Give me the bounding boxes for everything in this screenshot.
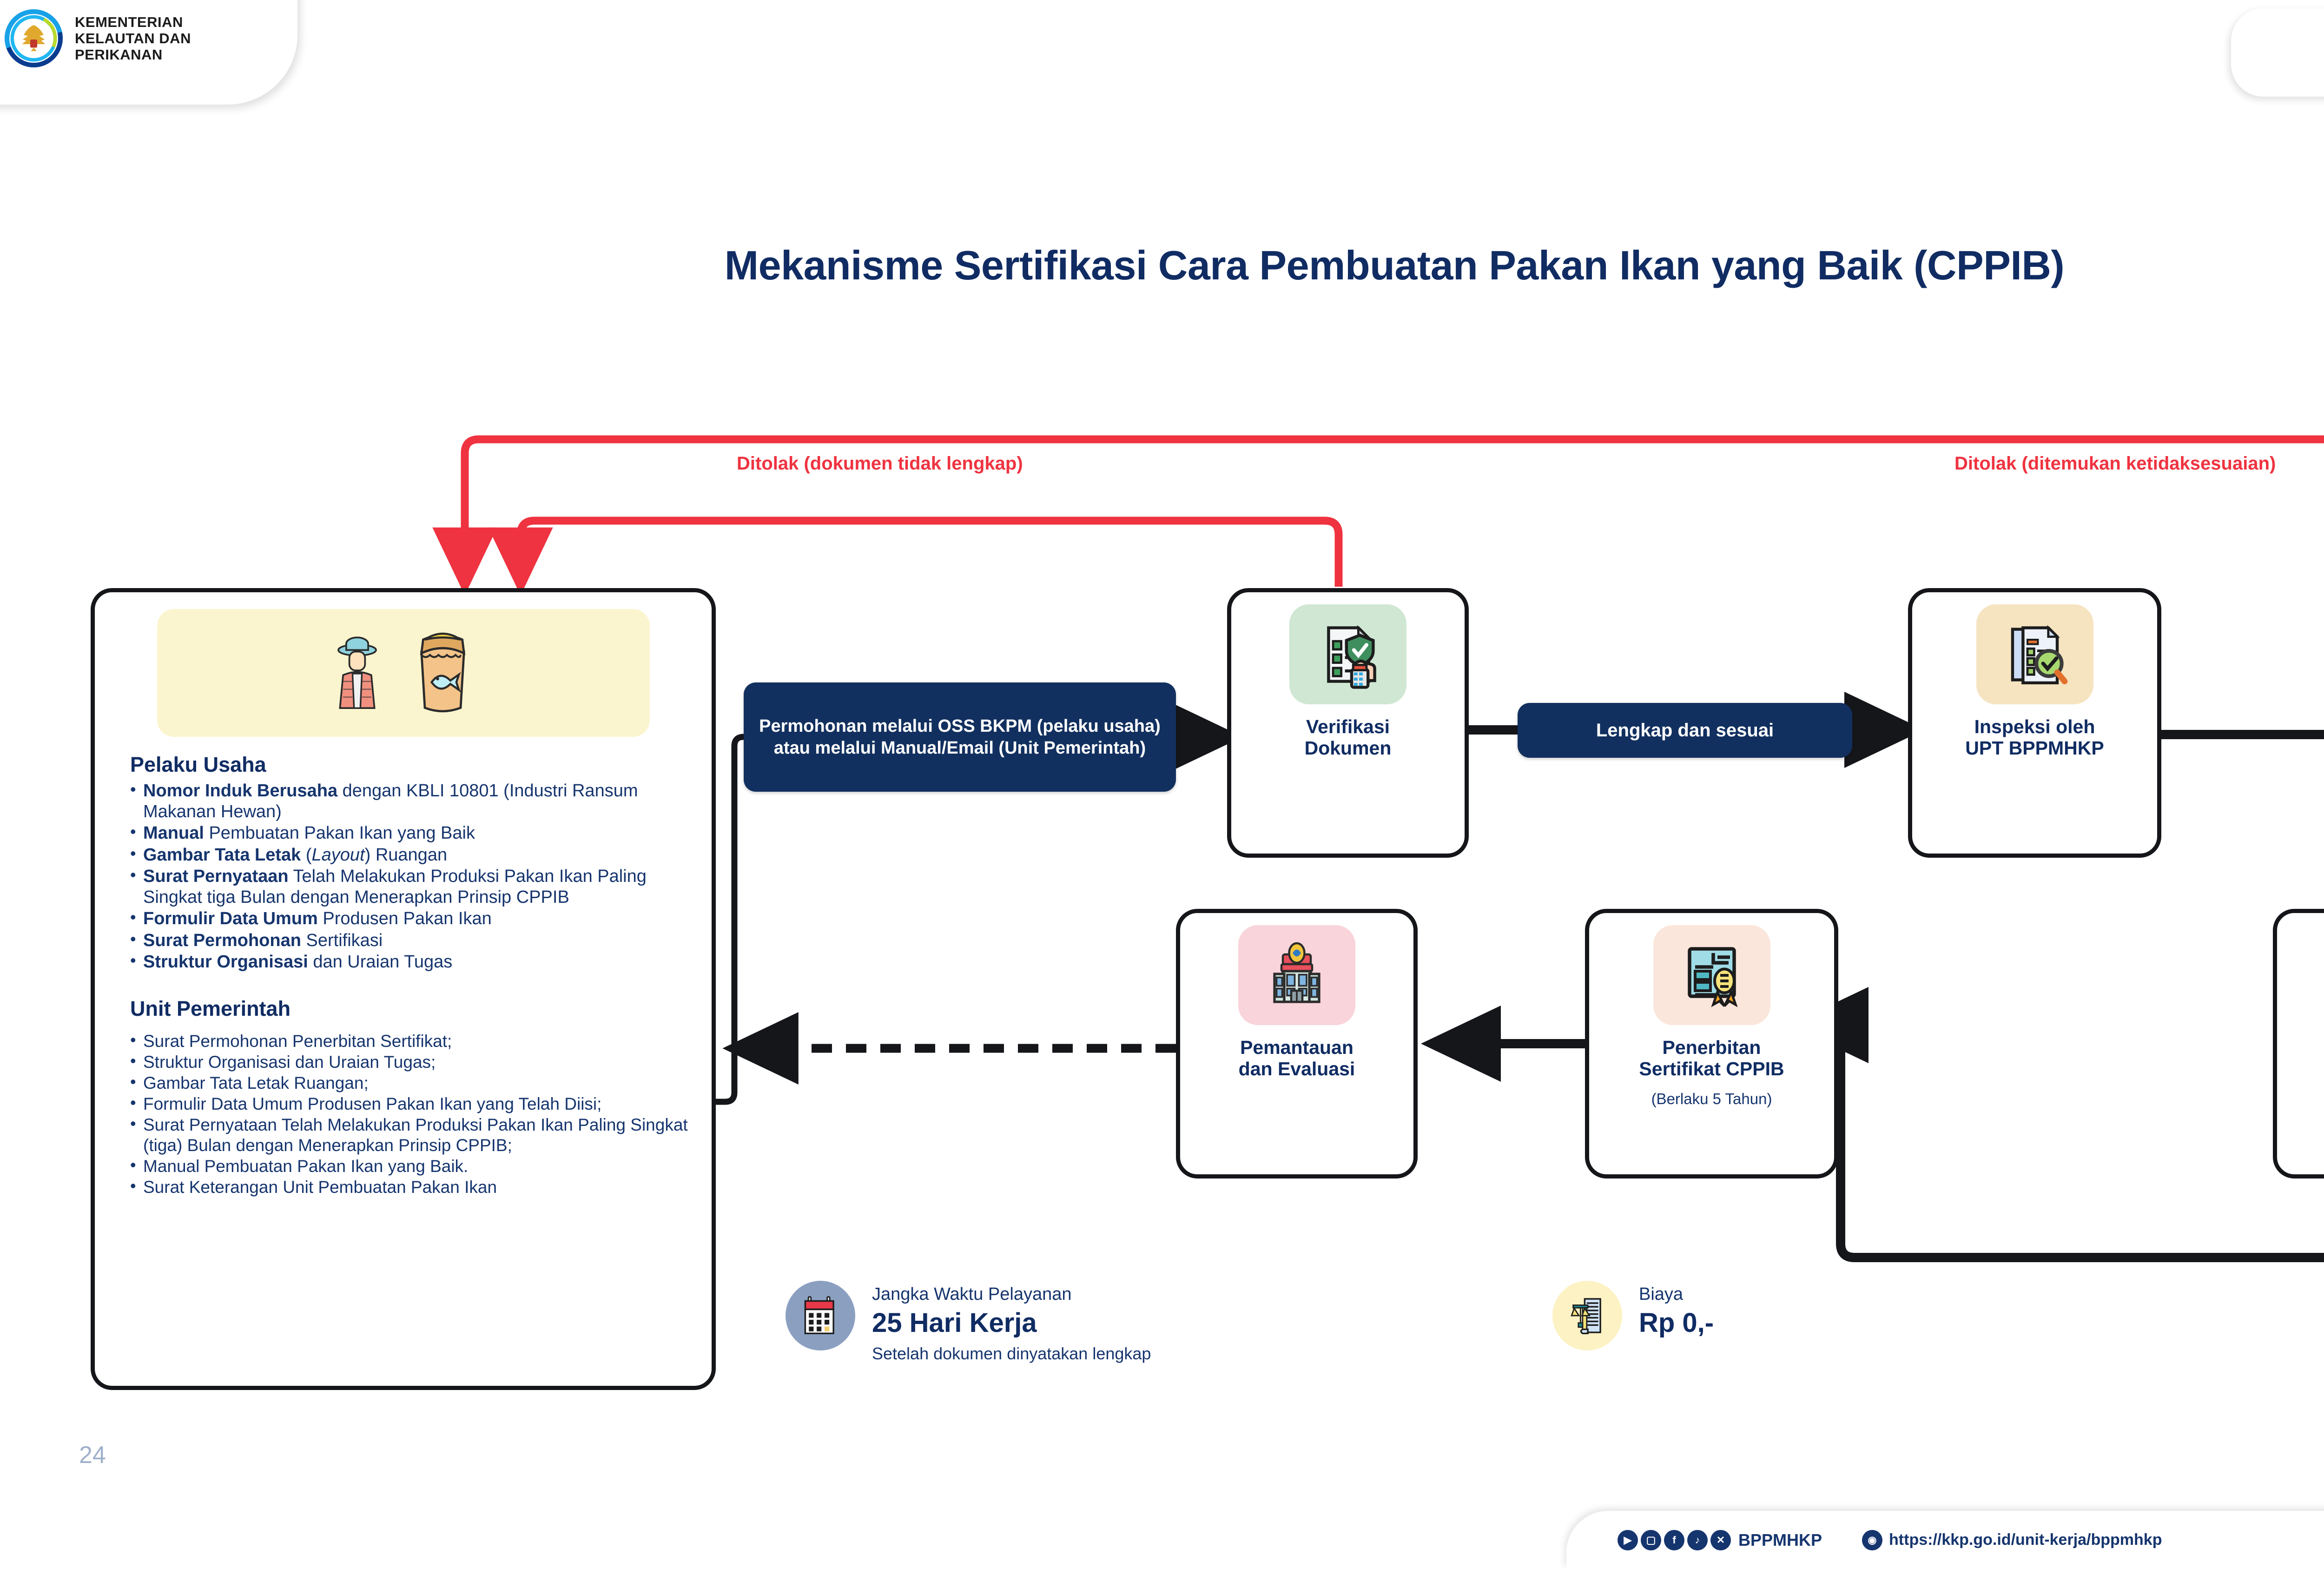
list-item: Gambar Tata Letak (Layout) Ruangan — [127, 844, 698, 866]
list-item: Surat Permohonan Penerbitan Sertifikat; — [127, 1030, 698, 1052]
list-item: Struktur Organisasi dan Uraian Tugas; — [127, 1051, 698, 1072]
reject-label-nonconformity-found: Ditolak (ditemukan ketidaksesuaian) — [1954, 453, 2276, 474]
node-evaluasi-hasil-inspeksi: Evaluasi hasil Inspeksi — [2273, 909, 2324, 1178]
node-penerbitan-sertifikat: Penerbitan Sertifikat CPPIB (Berlaku 5 T… — [1585, 909, 1838, 1178]
garuda-circle-logo — [4, 9, 63, 67]
requirements-card: Pelaku Usaha Nomor Induk Berusaha dengan… — [91, 588, 716, 1390]
youtube-icon[interactable]: ▶ — [1618, 1529, 1638, 1550]
node-label: Inspeksi oleh UPT BPPMHKP — [1965, 716, 2104, 759]
tiktok-icon[interactable]: ♪ — [1687, 1529, 1708, 1550]
unit-pemerintah-list: Surat Permohonan Penerbitan Sertifikat; … — [127, 1030, 698, 1198]
list-item: Surat Pernyataan Telah Melakukan Produks… — [127, 865, 698, 908]
info-note: Setelah dokumen dinyatakan lengkap — [872, 1344, 1151, 1363]
header-right-logo-panel: EKONOMI BIRU UNTUK INDONESIA EMAS KKP 20… — [2231, 8, 2324, 97]
document-check-verify-icon — [1289, 604, 1406, 704]
node-verifikasi-dokumen: Verifikasi Dokumen — [1227, 588, 1469, 858]
office-building-icon — [1238, 925, 1355, 1025]
info-caption: Biaya — [1639, 1284, 1684, 1304]
node-label: Pemantauan dan Evaluasi — [1238, 1037, 1355, 1079]
pelaku-usaha-list: Nomor Induk Berusaha dengan KBLI 10801 (… — [127, 780, 698, 973]
website-link[interactable]: ◉ https://kkp.go.id/unit-kerja/bppmhkp — [1862, 1529, 2162, 1550]
info-caption: Jangka Waktu Pelayanan — [872, 1284, 1072, 1304]
social-handle: BPPMHKP — [1738, 1530, 1822, 1549]
certificate-ribbon-icon — [1653, 925, 1770, 1025]
globe-icon: ◉ — [1862, 1529, 1883, 1550]
x-twitter-icon[interactable]: ✕ — [1710, 1529, 1731, 1550]
section-title-unit-pemerintah: Unit Pemerintah — [130, 996, 291, 1020]
info-value: 25 Hari Kerja — [872, 1308, 1037, 1338]
list-item: Nomor Induk Berusaha dengan KBLI 10801 (… — [127, 780, 698, 822]
node-inspeksi-upt: Inspeksi oleh UPT BPPMHKP — [1908, 588, 2161, 858]
page-title: Mekanisme Sertifikasi Cara Pembuatan Pak… — [724, 242, 2065, 288]
node-validity-note: (Berlaku 5 Tahun) — [1651, 1090, 1772, 1107]
page-number: 24 — [79, 1442, 106, 1469]
list-item: Surat Keterangan Unit Pembuatan Pakan Ik… — [127, 1176, 698, 1198]
list-item: Surat Permohonan Sertifikasi — [127, 929, 698, 951]
pill-permohonan-oss: Permohonan melalui OSS BKPM (pelaku usah… — [744, 682, 1176, 792]
info-cost: Biaya Rp 0,- — [1552, 1281, 1714, 1351]
website-url[interactable]: https://kkp.go.id/unit-kerja/bppmhkp — [1889, 1531, 2162, 1549]
ministry-name-line3: PERIKANAN — [75, 46, 163, 63]
list-item: Struktur Organisasi dan Uraian Tugas — [127, 951, 698, 973]
list-item: Formulir Data Umum Produsen Pakan Ikan y… — [127, 1093, 698, 1114]
info-service-time: Jangka Waktu Pelayanan 25 Hari Kerja Set… — [786, 1281, 1151, 1364]
pill-lengkap-dan-sesuai: Lengkap dan sesuai — [1518, 703, 1852, 758]
requirements-hero-band — [157, 609, 650, 737]
document-magnifier-inspect-icon — [1976, 604, 2093, 704]
node-label: Penerbitan Sertifikat CPPIB — [1639, 1037, 1784, 1079]
list-item: Formulir Data Umum Produsen Pakan Ikan — [127, 907, 698, 929]
ministry-name-line2: KELAUTAN DAN — [75, 30, 191, 46]
node-label: Verifikasi Dokumen — [1304, 716, 1392, 759]
scales-document-icon — [1552, 1281, 1622, 1351]
info-value: Rp 0,- — [1639, 1308, 1714, 1338]
footer-bar: ▶ ▢ f ♪ ✕ BPPMHKP ◉ https://kkp.go.id/un… — [1566, 1511, 2324, 1569]
list-item: Manual Pembuatan Pakan Ikan yang Baik — [127, 822, 698, 844]
instagram-icon[interactable]: ▢ — [1641, 1529, 1661, 1550]
fish-feed-sack-icon — [404, 629, 481, 717]
list-item: Manual Pembuatan Pakan Ikan yang Baik. — [127, 1155, 698, 1177]
ministry-name-line1: KEMENTERIAN — [75, 13, 183, 30]
social-links[interactable]: ▶ ▢ f ♪ ✕ BPPMHKP — [1618, 1529, 1822, 1550]
list-item: Surat Pernyataan Telah Melakukan Produks… — [127, 1114, 698, 1156]
section-title-pelaku-usaha: Pelaku Usaha — [130, 753, 266, 776]
node-pemantauan-evaluasi: Pemantauan dan Evaluasi — [1176, 909, 1418, 1178]
farmer-icon — [326, 631, 389, 715]
reject-label-documents-incomplete: Ditolak (dokumen tidak lengkap) — [737, 453, 1023, 474]
facebook-icon[interactable]: f — [1664, 1529, 1684, 1550]
calendar-icon — [786, 1281, 855, 1351]
header-left-panel: KEMENTERIAN KELAUTAN DAN PERIKANAN — [0, 0, 297, 105]
list-item: Gambar Tata Letak Ruangan; — [127, 1072, 698, 1093]
